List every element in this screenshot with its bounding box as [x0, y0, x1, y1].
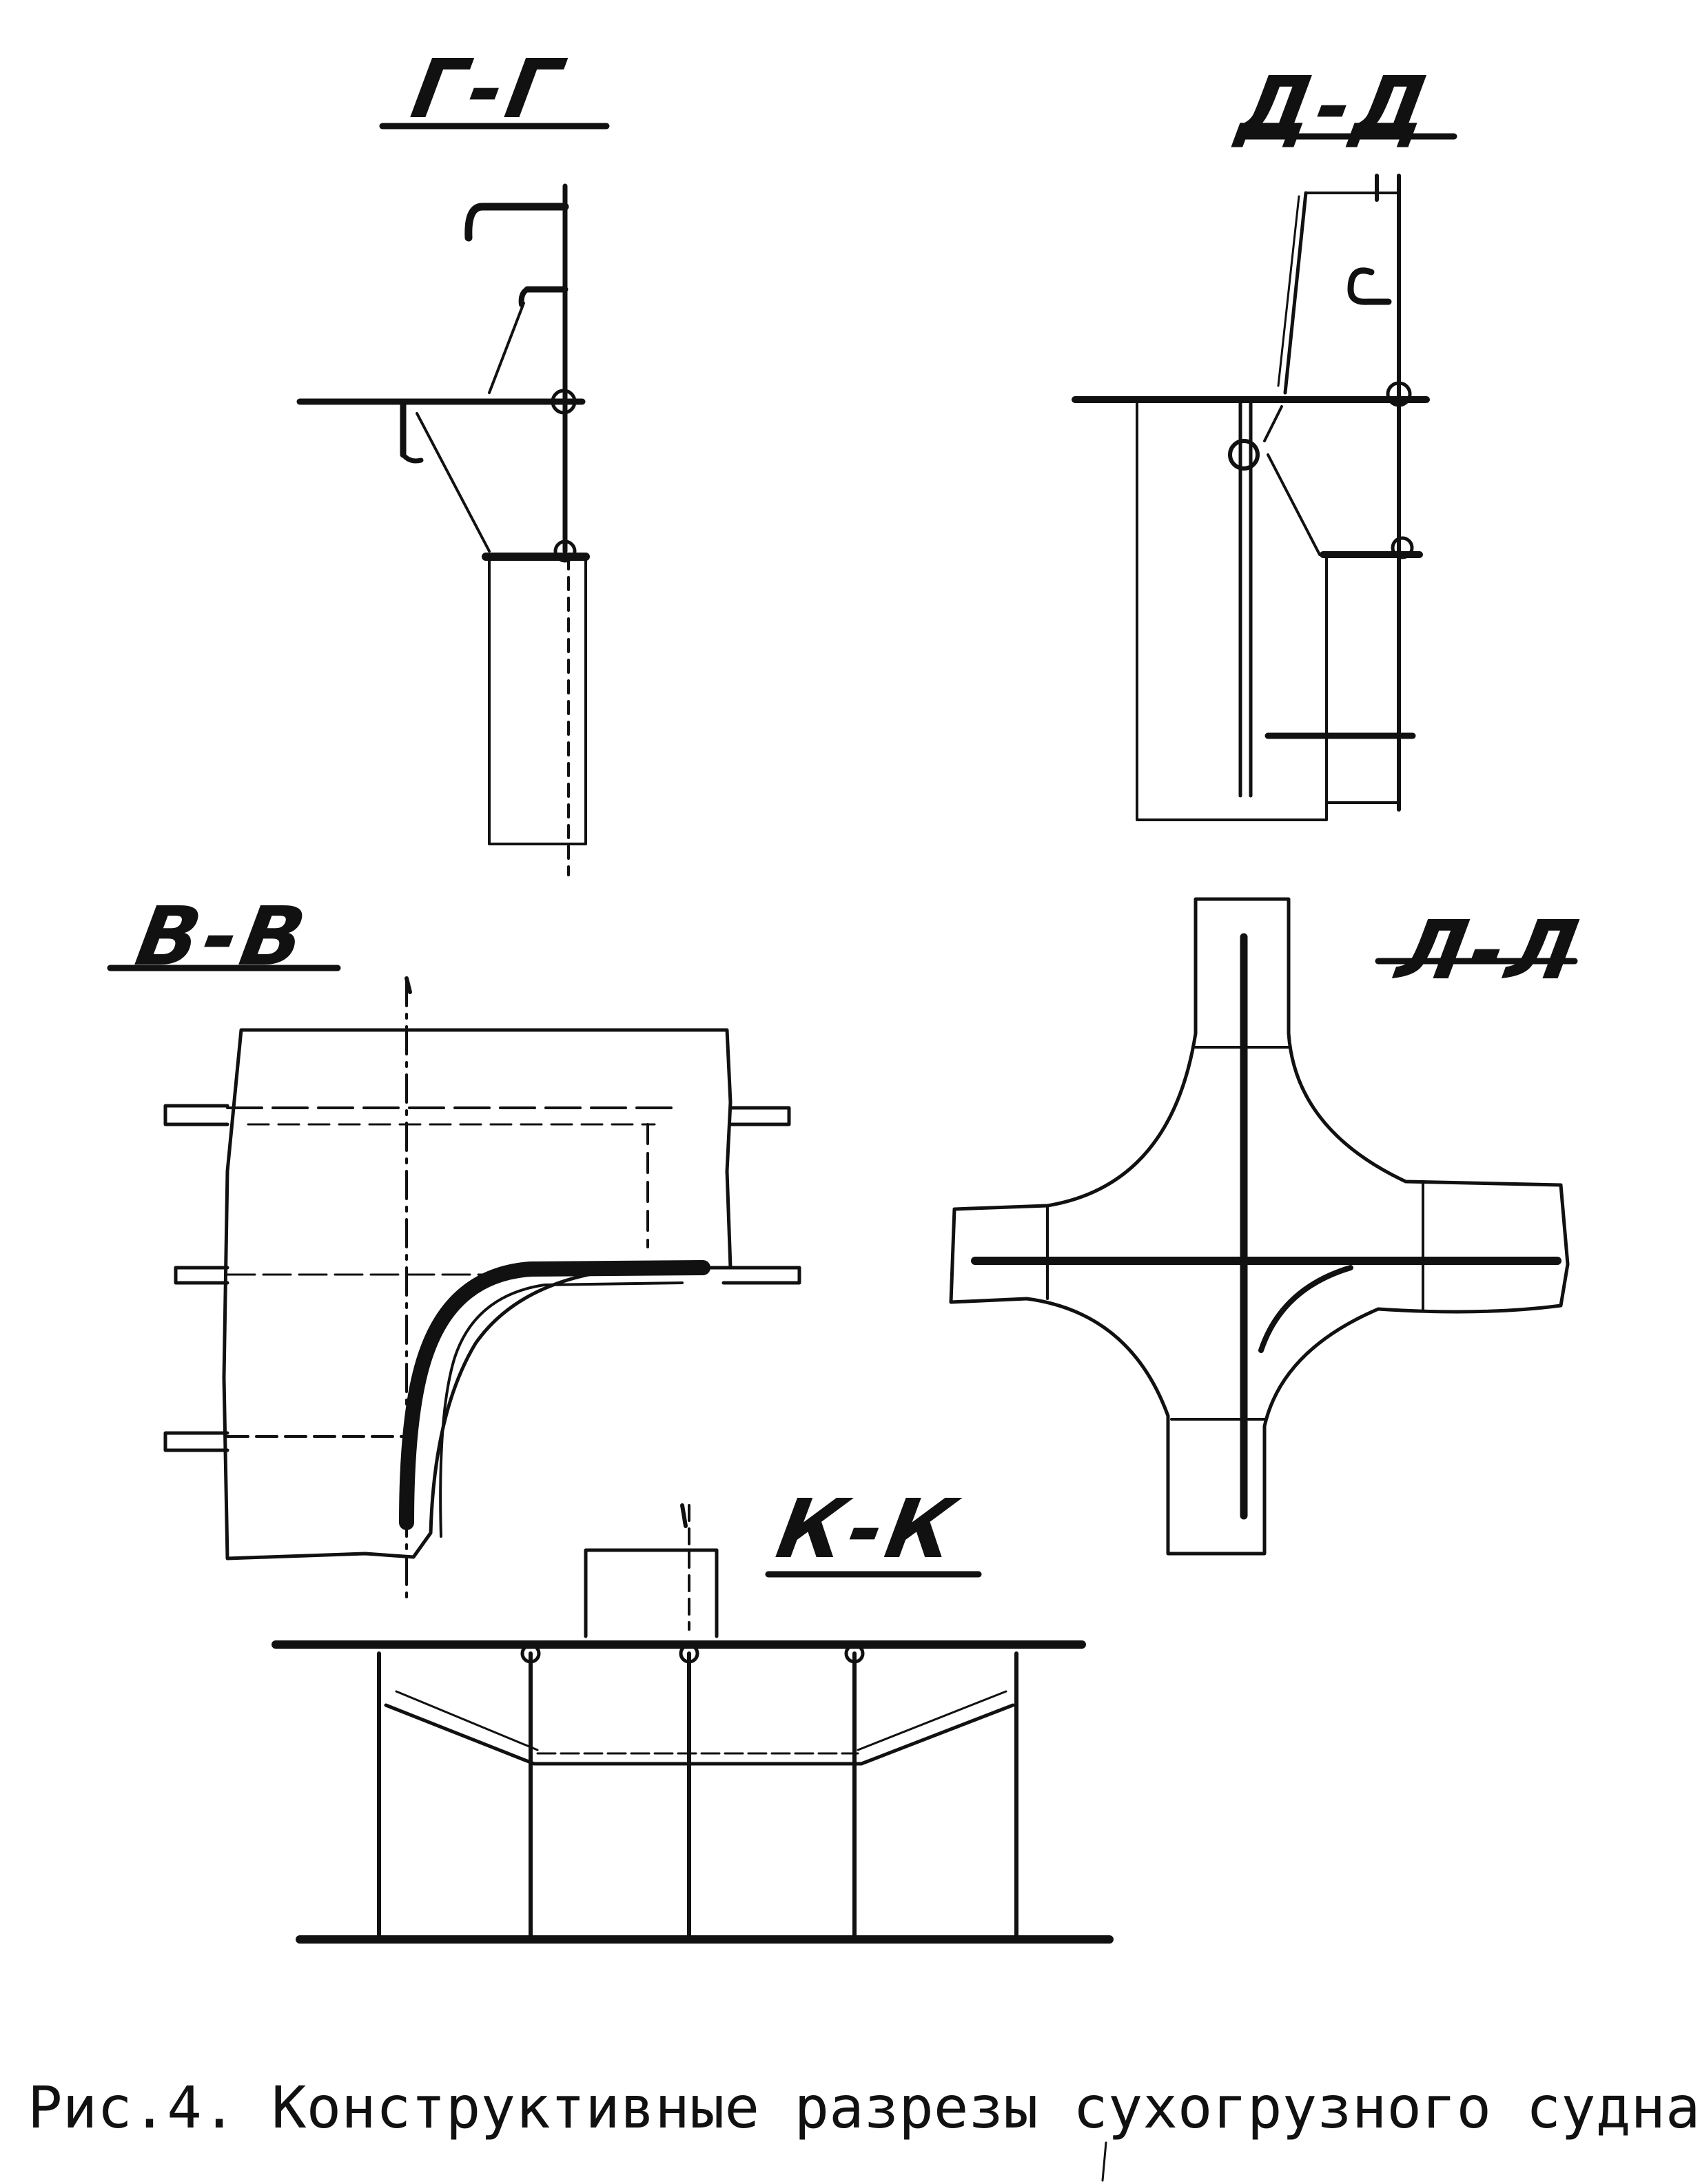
section-label-ll: Л-Л — [1390, 903, 1589, 998]
section-label-gg: Г-Г — [404, 41, 572, 136]
section-label-dd: Д-Д — [1231, 59, 1440, 154]
section-dd-drawing — [1072, 133, 1457, 821]
section-vv-drawing — [107, 965, 801, 1607]
figure-caption: Рис.4. Конструктивные разрезы сухогрузно… — [28, 2074, 1700, 2141]
section-ll-drawing — [949, 897, 1578, 1556]
section-gg-drawing — [296, 123, 610, 876]
section-label-vv: В-В — [129, 889, 317, 984]
section-label-kk: К-К — [770, 1481, 967, 1576]
section-kk-drawing — [272, 1503, 1114, 1944]
